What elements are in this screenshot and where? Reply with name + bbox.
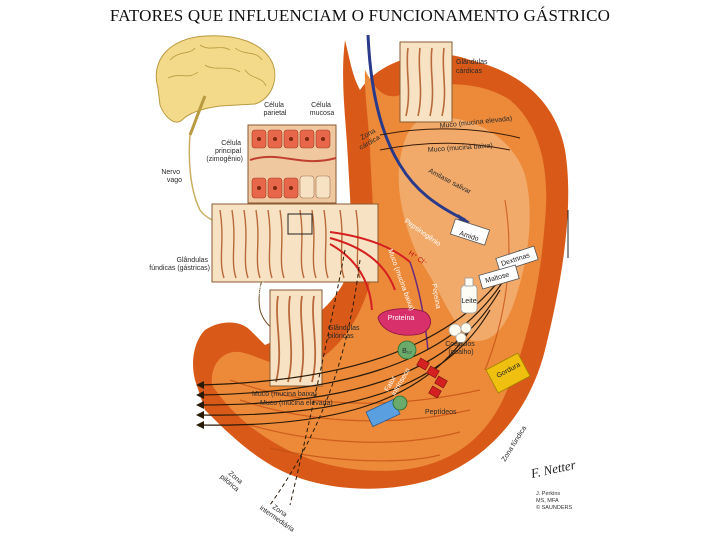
label-coagulos: Coágulos (coalho): [445, 341, 477, 356]
acid-secretion-arrows: [329, 231, 411, 311]
amylase-arrow: [366, 34, 466, 222]
artist-credit: J. Perkins MS, MFA © SAUNDERS: [536, 491, 572, 511]
label-zona-fundica: Zona fúndica: [501, 425, 528, 463]
peptide-blocks: [416, 357, 448, 399]
label-proteina: Proteína: [388, 315, 415, 322]
outflow-arrowheads: [196, 381, 204, 429]
label-muco-baixa-top: Muco (mucina baixa): [428, 142, 493, 154]
artist-signature: F. Netter: [529, 457, 578, 481]
b12-circle: [397, 340, 417, 360]
label-glandulas-cardicas: Glândulas cárdicas: [456, 59, 489, 75]
fat-box: [485, 352, 531, 394]
label-celula-mucosa: Célula mucosa: [310, 102, 335, 117]
milk-bottle: [460, 277, 478, 314]
label-peptideos: Peptídeos: [425, 409, 457, 416]
label-gastrina: Gastrina: [249, 280, 268, 307]
label-muco-elevada-bottom: Muco (mucina elevada): [260, 400, 333, 407]
zone-boundaries: [269, 249, 361, 506]
amido-box: [449, 218, 491, 246]
pyloric-gland-section: [269, 289, 323, 387]
label-b12: B₁₂: [402, 348, 412, 355]
label-muco-baixa-bottom: Muco (mucina baixa): [252, 391, 317, 398]
dextrinas-box: [495, 245, 539, 273]
clots-blobs: [448, 322, 472, 344]
label-zona-intermediaria: Zona intermediária: [258, 498, 300, 534]
label-glandulas-fundicas: Glândulas fúndicas (gástricas): [149, 257, 210, 272]
cardiac-gland-section: [399, 41, 453, 123]
pepsin-path: [409, 261, 429, 351]
label-pepsina: Pepsina: [430, 283, 441, 309]
label-celula-principal: Célula principal (zimogênio): [206, 140, 243, 163]
label-glandulas-piloricas: Glândulas pilóricas: [328, 325, 361, 340]
brain-illustration: [155, 35, 276, 136]
label-zona-pilorica: Zona pilórica: [219, 468, 246, 494]
label-celula-parietal: Célula parietal: [264, 102, 287, 117]
mucus-flow-top: [379, 128, 521, 151]
intrinsic-factor-shape: [365, 395, 408, 428]
slide-title: FATORES QUE INFLUENCIAM O FUNCIONAMENTO …: [109, 6, 611, 25]
gastric-mucosa-section: [211, 203, 379, 283]
fundic-gland-cells-panel: [247, 124, 337, 204]
maltose-box: [478, 264, 520, 290]
rugae-folds: [229, 199, 510, 462]
label-leite: Leite: [461, 298, 476, 305]
label-nervo-vago: Nervo vago: [161, 169, 182, 184]
protein-blob: [377, 308, 431, 336]
